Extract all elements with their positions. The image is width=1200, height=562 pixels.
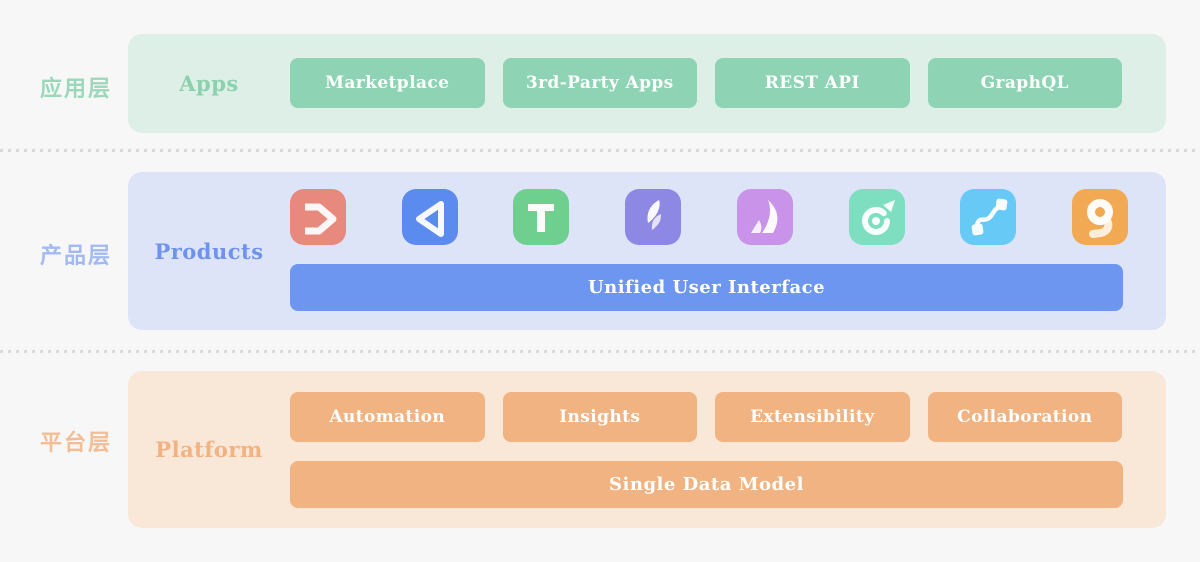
connector-curve-icon xyxy=(960,189,1017,245)
mountain-a-icon xyxy=(736,189,793,245)
side-label-apps-layer: 应用层 xyxy=(40,77,113,102)
magnifier-loop-icon xyxy=(1071,189,1128,245)
apps-chip-row: Marketplace 3rd-Party Apps REST API Grap… xyxy=(290,58,1122,108)
chip-marketplace: Marketplace xyxy=(290,58,485,108)
chip-collaboration: Collaboration xyxy=(927,392,1122,442)
dotted-divider-top xyxy=(0,149,1200,152)
products-layer-panel: Products xyxy=(128,172,1166,330)
chip-extensibility: Extensibility xyxy=(715,392,910,442)
products-layer-title: Products xyxy=(154,238,264,264)
side-label-platform-layer: 平台层 xyxy=(40,431,113,456)
platform-chip-row: Automation Insights Extensibility Collab… xyxy=(290,392,1122,442)
unified-user-interface-bar: Unified User Interface xyxy=(290,264,1123,311)
feather-flame-icon xyxy=(625,189,682,245)
product-icons-row xyxy=(290,189,1128,245)
arrow-chevron-icon xyxy=(290,189,346,245)
chip-3rd-party-apps: 3rd-Party Apps xyxy=(502,58,697,108)
platform-layer-title: Platform xyxy=(155,437,263,462)
apps-layer-title: Apps xyxy=(179,71,239,96)
single-data-model-bar: Single Data Model xyxy=(290,461,1123,508)
target-dart-icon xyxy=(848,189,905,245)
triangle-left-icon xyxy=(401,189,458,245)
chip-rest-api: REST API xyxy=(715,58,910,108)
chip-insights: Insights xyxy=(502,392,697,442)
apps-layer-panel: Apps Marketplace 3rd-Party Apps REST API… xyxy=(128,34,1166,133)
chip-automation: Automation xyxy=(290,392,485,442)
letter-t-icon xyxy=(513,189,570,245)
side-label-products-layer: 产品层 xyxy=(40,244,113,269)
chip-graphql: GraphQL xyxy=(927,58,1122,108)
dotted-divider-bottom xyxy=(0,350,1200,353)
platform-layer-panel: Platform Automation Insights Extensibili… xyxy=(128,371,1166,528)
